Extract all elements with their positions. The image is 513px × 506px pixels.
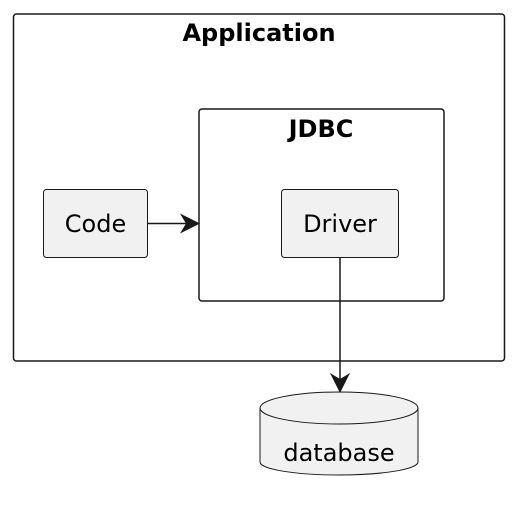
jdbc-frame-border bbox=[198, 108, 445, 302]
driver-node: Driver bbox=[281, 189, 399, 258]
jdbc-frame: JDBC bbox=[198, 108, 445, 302]
application-frame-border bbox=[12, 13, 506, 362]
code-node: Code bbox=[43, 189, 148, 258]
database-node: database bbox=[259, 391, 419, 476]
application-frame-title: Application bbox=[182, 19, 335, 47]
database-cylinder-body bbox=[259, 408, 419, 476]
application-frame: Application bbox=[12, 13, 506, 362]
database-cylinder-top bbox=[259, 391, 419, 425]
database-node-label: database bbox=[283, 439, 394, 467]
code-node-label: Code bbox=[65, 210, 126, 238]
driver-node-label: Driver bbox=[303, 210, 377, 238]
jdbc-frame-title: JDBC bbox=[287, 115, 354, 143]
driver-node-box bbox=[281, 189, 399, 258]
code-node-box bbox=[43, 189, 148, 258]
